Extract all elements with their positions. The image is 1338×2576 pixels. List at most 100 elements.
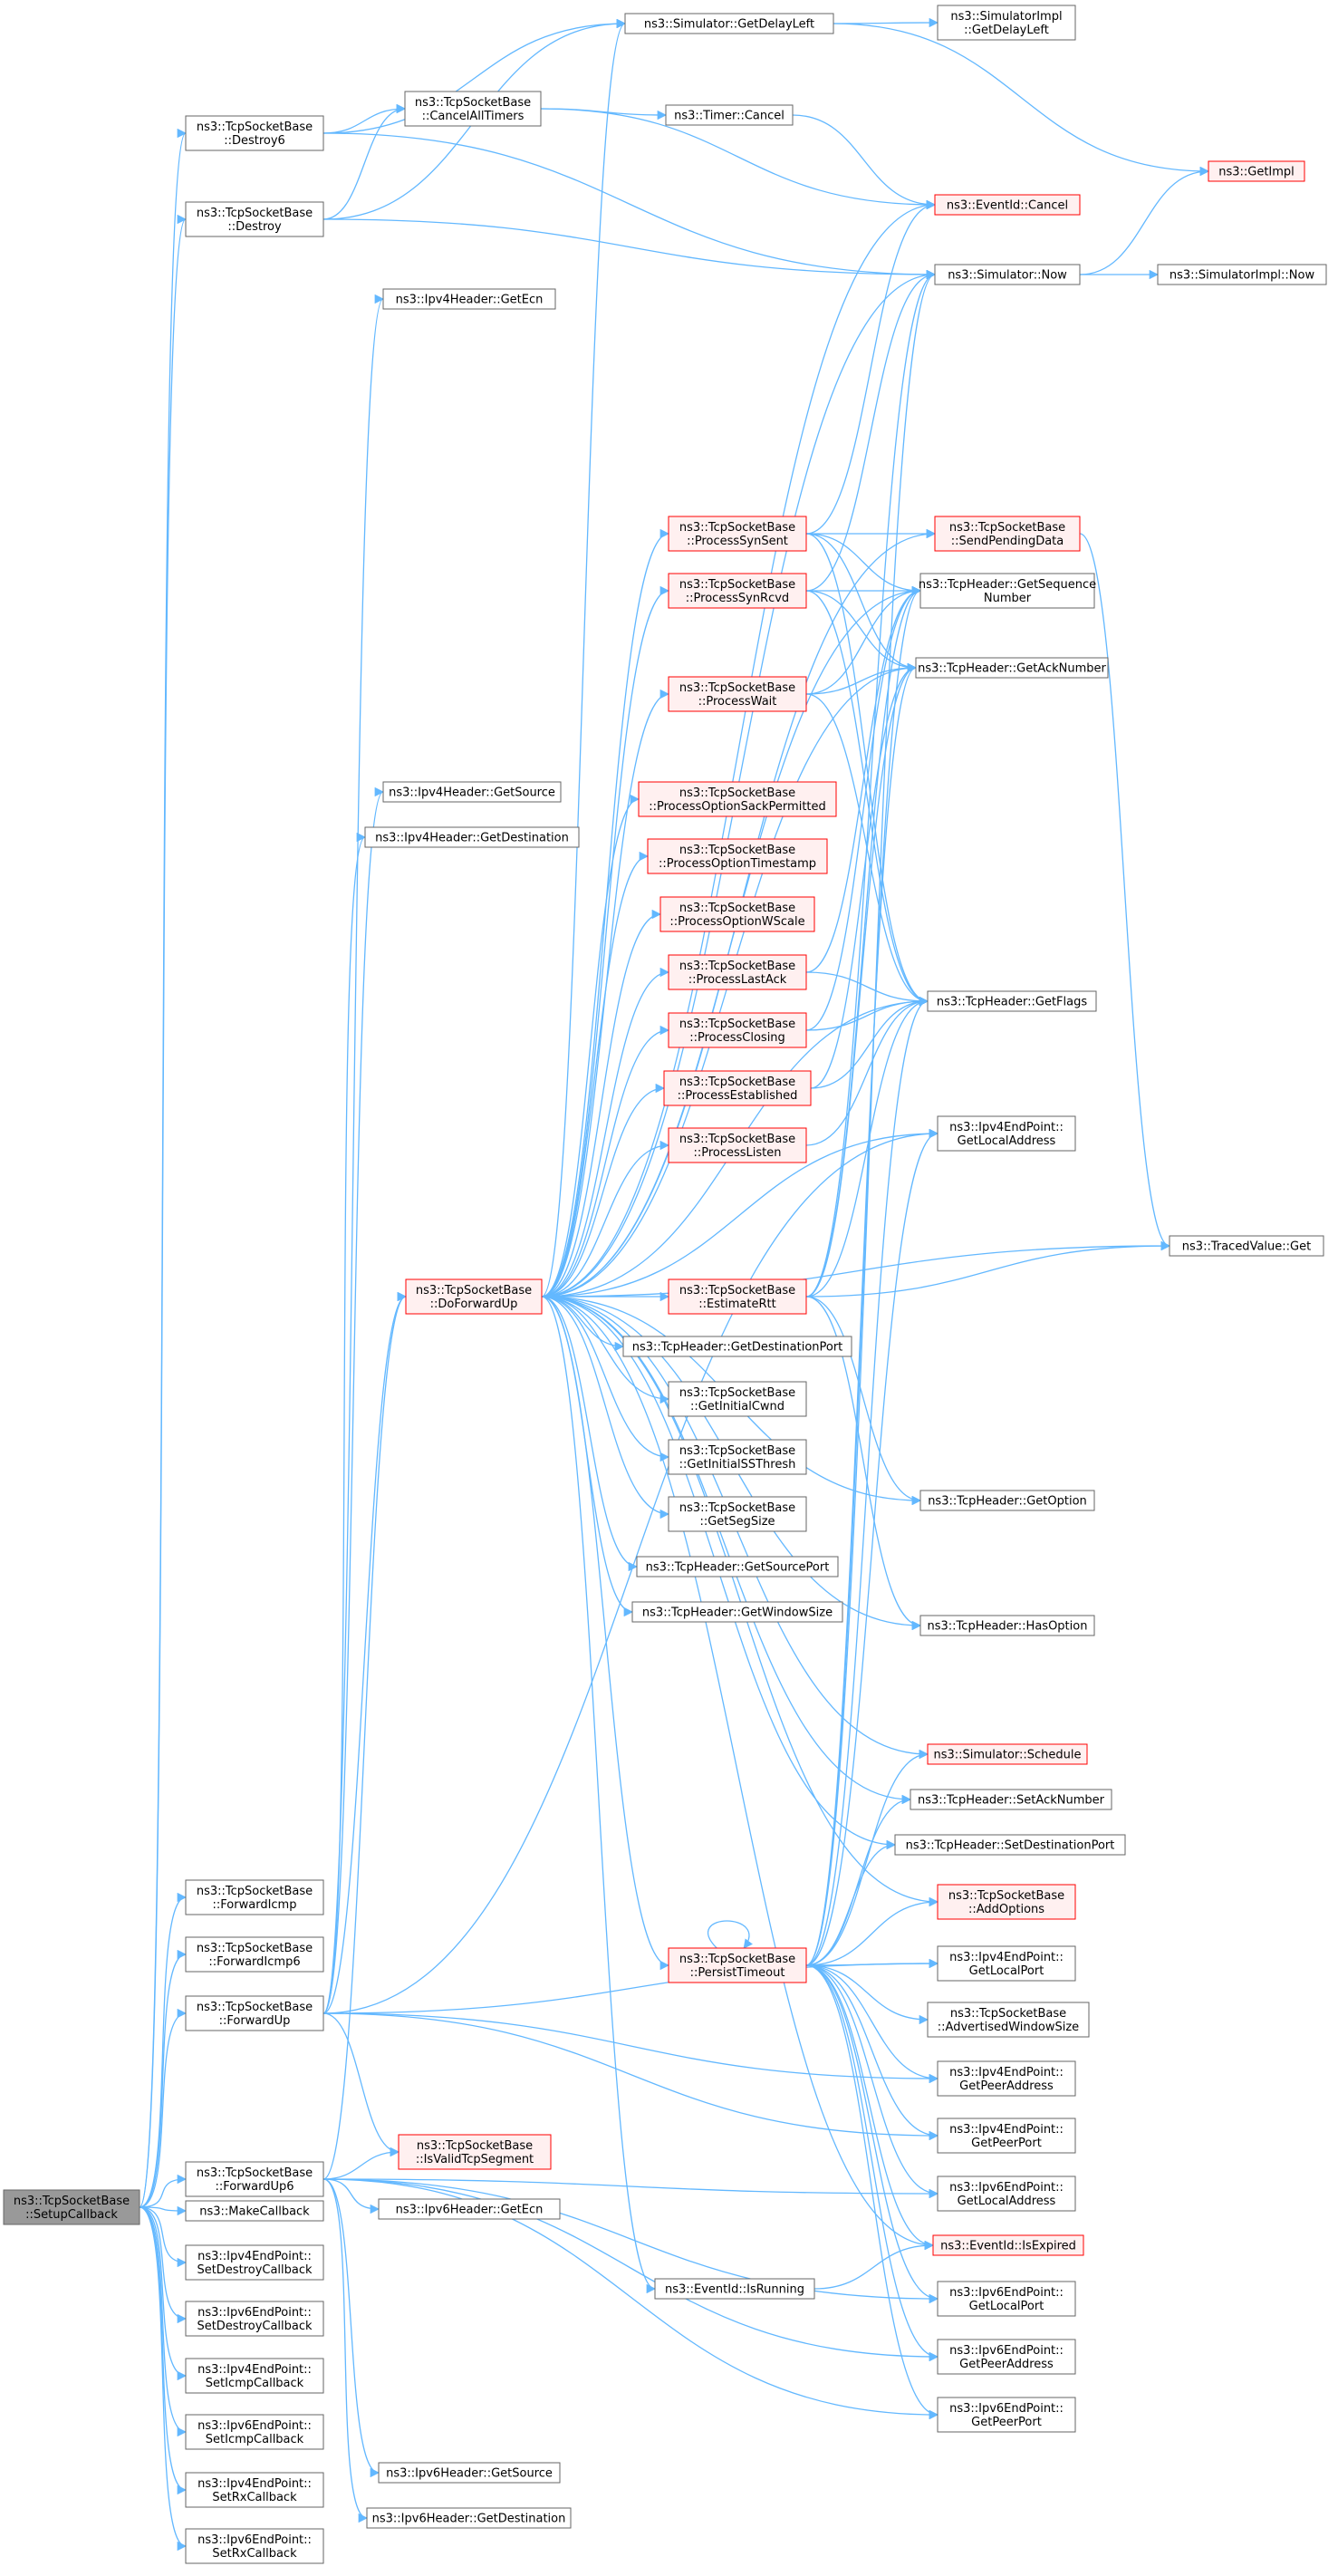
node-n13[interactable]: ns3::Ipv6EndPoint::SetRxCallback — [185, 2528, 324, 2564]
node-label: ::GetSegSize — [699, 1515, 775, 1529]
node-n55[interactable]: ns3::TcpHeader::GetSourcePort — [636, 1556, 839, 1577]
node-n2[interactable]: ns3::TcpSocketBase::Destroy — [185, 201, 324, 237]
node-n30[interactable]: ns3::Ipv6Header::GetDestination — [366, 2507, 572, 2529]
node-label: GetPeerPort — [971, 2416, 1042, 2429]
node-label: ns3::Ipv4EndPoint:: — [949, 1121, 1064, 1134]
node-box — [382, 781, 562, 803]
node-n29[interactable]: ns3::Ipv6Header::GetSource — [378, 2462, 561, 2484]
node-label: ::DoForwardUp — [430, 1298, 518, 1311]
node-n6[interactable]: ns3::TcpSocketBase::ForwardUp6 — [185, 2161, 324, 2197]
node-n71[interactable]: ns3::TcpHeader::SetAckNumber — [910, 1789, 1112, 1810]
node-n63[interactable]: ns3::TcpSocketBase::SendPendingData — [934, 516, 1081, 552]
node-n28[interactable]: ns3::Ipv6Header::GetEcn — [378, 2198, 561, 2220]
node-n43[interactable]: ns3::TcpSocketBase::ProcessOptionSackPer… — [638, 781, 837, 817]
node-n8[interactable]: ns3::Ipv4EndPoint::SetDestroyCallback — [185, 2244, 324, 2281]
node-n24[interactable]: ns3::Ipv4Header::GetSource — [382, 781, 562, 803]
node-label: ::SetupCallback — [25, 2208, 118, 2222]
node-n73[interactable]: ns3::TcpSocketBase::AddOptions — [937, 1884, 1076, 1920]
node-label: ns3::Simulator::Now — [948, 269, 1067, 283]
node-n52[interactable]: ns3::TcpSocketBase::GetInitialCwnd — [668, 1381, 807, 1417]
node-label: ns3::TcpSocketBase — [197, 121, 313, 134]
node-label: ns3::Ipv6Header::GetEcn — [396, 2204, 544, 2217]
node-box — [927, 990, 1097, 1012]
node-n25[interactable]: ns3::Ipv4Header::GetDestination — [364, 826, 580, 848]
node-n41[interactable]: ns3::TcpSocketBase::ProcessSynRcvd — [668, 573, 807, 609]
node-n40[interactable]: ns3::TcpSocketBase::ProcessSynSent — [668, 516, 807, 552]
node-n42[interactable]: ns3::TcpSocketBase::ProcessWait — [668, 676, 807, 712]
node-label: ns3::Timer::Cancel — [674, 110, 785, 123]
node-n21[interactable]: ns3::TcpSocketBase::CancelAllTimers — [404, 91, 542, 127]
node-n60[interactable]: ns3::SimulatorImpl::GetDelayLeft — [937, 5, 1076, 41]
node-n66[interactable]: ns3::TcpHeader::GetFlags — [927, 990, 1097, 1012]
node-n92[interactable]: ns3::TracedValue::Get — [1169, 1235, 1324, 1257]
edge-n50-n62 — [805, 269, 937, 1298]
node-n10[interactable]: ns3::Ipv4EndPoint::SetIcmpCallback — [185, 2358, 324, 2394]
node-n90[interactable]: ns3::GetImpl — [1208, 160, 1305, 182]
node-n68[interactable]: ns3::TcpHeader::GetOption — [919, 1490, 1095, 1511]
node-n46[interactable]: ns3::TcpSocketBase::ProcessLastAck — [668, 954, 807, 990]
edge-n50-n66 — [805, 996, 929, 1298]
node-label: SetIcmpCallback — [206, 2433, 304, 2446]
node-n45[interactable]: ns3::TcpSocketBase::ProcessOptionWScale — [659, 896, 815, 932]
node-n49[interactable]: ns3::TcpSocketBase::ProcessListen — [668, 1127, 807, 1163]
node-n12[interactable]: ns3::Ipv4EndPoint::SetRxCallback — [185, 2472, 324, 2508]
node-n3[interactable]: ns3::TcpSocketBase::ForwardIcmp — [185, 1879, 324, 1915]
node-n57[interactable]: ns3::TcpSocketBase::PersistTimeout — [668, 1947, 807, 1983]
node-n81[interactable]: ns3::Ipv6EndPoint::GetPeerAddress — [937, 2339, 1076, 2375]
node-n50[interactable]: ns3::TcpSocketBase::EstimateRtt — [668, 1278, 807, 1315]
node-n61[interactable]: ns3::EventId::Cancel — [934, 194, 1081, 216]
node-label: ns3::MakeCallback — [199, 2205, 310, 2219]
node-n11[interactable]: ns3::Ipv6EndPoint::SetIcmpCallback — [185, 2414, 324, 2450]
node-n76[interactable]: ns3::Ipv4EndPoint::GetPeerAddress — [937, 2060, 1076, 2097]
node-n79[interactable]: ns3::EventId::IsExpired — [932, 2234, 1084, 2256]
node-n23[interactable]: ns3::Ipv4Header::GetEcn — [382, 288, 556, 310]
node-n65[interactable]: ns3::TcpHeader::GetAckNumber — [915, 657, 1109, 679]
node-n26[interactable]: ns3::TcpSocketBase::DoForwardUp — [405, 1278, 543, 1315]
node-n62[interactable]: ns3::Simulator::Now — [934, 264, 1081, 285]
edge-n57-n65 — [805, 663, 918, 1966]
node-n47[interactable]: ns3::TcpSocketBase::ProcessClosing — [668, 1012, 807, 1048]
node-n0[interactable]: ns3::TcpSocketBase::SetupCallback — [3, 2189, 140, 2225]
node-n74[interactable]: ns3::Ipv4EndPoint::GetLocalPort — [937, 1945, 1076, 1982]
node-box — [665, 104, 794, 126]
node-label: ::GetInitialCwnd — [690, 1400, 785, 1413]
node-label: ::AddOptions — [968, 1903, 1044, 1916]
node-label: ns3::Ipv4EndPoint:: — [197, 2250, 312, 2263]
node-n54[interactable]: ns3::TcpSocketBase::GetSegSize — [668, 1496, 807, 1532]
node-n48[interactable]: ns3::TcpSocketBase::ProcessEstablished — [663, 1070, 812, 1106]
node-n91[interactable]: ns3::SimulatorImpl::Now — [1157, 264, 1327, 285]
node-label: GetLocalAddress — [958, 2195, 1056, 2208]
node-n7[interactable]: ns3::MakeCallback — [185, 2200, 324, 2222]
node-n22[interactable]: ns3::Timer::Cancel — [665, 104, 794, 126]
node-n1[interactable]: ns3::TcpSocketBase::Destroy6 — [185, 115, 324, 151]
node-label: ns3::TcpSocketBase — [197, 2001, 313, 2014]
node-n75[interactable]: ns3::TcpSocketBase::AdvertisedWindowSize — [927, 2002, 1090, 2038]
node-n80[interactable]: ns3::Ipv6EndPoint::GetLocalPort — [937, 2281, 1076, 2317]
node-n77[interactable]: ns3::Ipv4EndPoint::GetPeerPort — [937, 2118, 1076, 2154]
node-n78[interactable]: ns3::Ipv6EndPoint::GetLocalAddress — [937, 2176, 1076, 2212]
node-n44[interactable]: ns3::TcpSocketBase::ProcessOptionTimesta… — [647, 838, 828, 874]
node-n20[interactable]: ns3::Simulator::GetDelayLeft — [624, 13, 834, 34]
node-n67[interactable]: ns3::Ipv4EndPoint::GetLocalAddress — [937, 1115, 1076, 1152]
node-n72[interactable]: ns3::TcpHeader::SetDestinationPort — [894, 1834, 1126, 1856]
node-n27[interactable]: ns3::TcpSocketBase::IsValidTcpSegment — [398, 2134, 552, 2170]
node-label: ns3::Ipv6EndPoint:: — [949, 2181, 1064, 2195]
edge-n50-n68 — [805, 1296, 922, 1506]
node-label: ns3::TcpSocketBase — [679, 1444, 795, 1458]
node-n31[interactable]: ns3::EventId::IsRunning — [654, 2278, 815, 2300]
node-label: ns3::TcpSocketBase — [679, 1501, 795, 1515]
edge-n26-n92 — [541, 1240, 1171, 1298]
node-n51[interactable]: ns3::TcpHeader::GetDestinationPort — [622, 1336, 852, 1357]
node-n9[interactable]: ns3::Ipv6EndPoint::SetDestroyCallback — [185, 2301, 324, 2337]
node-n82[interactable]: ns3::Ipv6EndPoint::GetPeerPort — [937, 2397, 1076, 2433]
node-n70[interactable]: ns3::Simulator::Schedule — [927, 1743, 1088, 1765]
node-n53[interactable]: ns3::TcpSocketBase::GetInitialSSThresh — [668, 1439, 807, 1475]
node-n56[interactable]: ns3::TcpHeader::GetWindowSize — [631, 1601, 843, 1623]
node-label: ::ProcessOptionWScale — [669, 915, 804, 929]
node-box — [668, 954, 807, 990]
node-n4[interactable]: ns3::TcpSocketBase::ForwardIcmp6 — [185, 1936, 324, 1973]
node-n69[interactable]: ns3::TcpHeader::HasOption — [919, 1615, 1095, 1636]
node-label: ns3::TcpHeader::GetAckNumber — [918, 662, 1106, 676]
node-n5[interactable]: ns3::TcpSocketBase::ForwardUp — [185, 1995, 324, 2031]
